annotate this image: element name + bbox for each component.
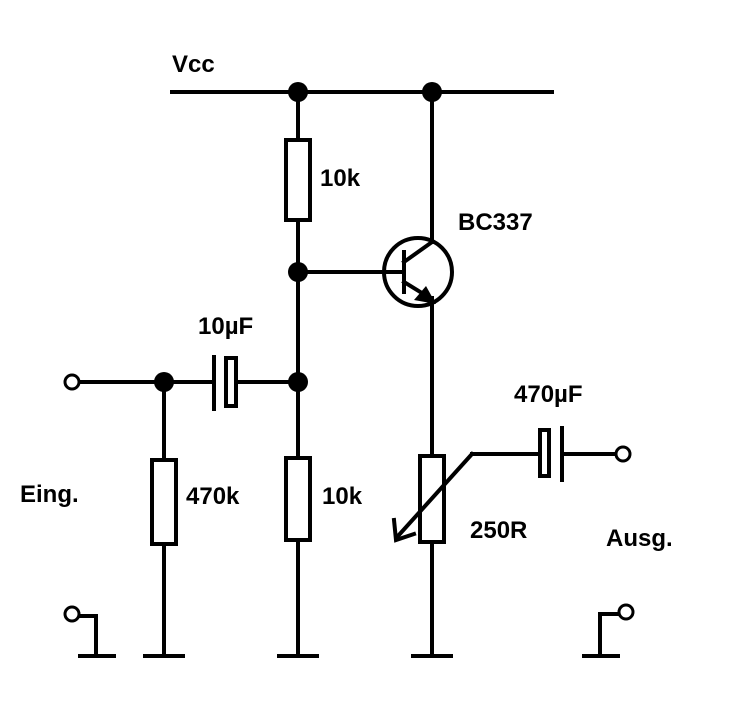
resistor-top-10k bbox=[284, 138, 312, 222]
input-label: Eing. bbox=[20, 481, 79, 508]
junction-input bbox=[154, 372, 174, 392]
transistor-bc337-body bbox=[382, 236, 454, 308]
junction-base bbox=[288, 262, 308, 282]
junction-coupling bbox=[288, 372, 308, 392]
input-ground-terminal bbox=[63, 605, 81, 623]
output-ground-lead bbox=[582, 612, 620, 658]
wiper-arrow-shaft bbox=[395, 451, 475, 539]
resistor-bottom-10k bbox=[284, 456, 312, 542]
vcc-label: Vcc bbox=[172, 51, 215, 78]
output-terminal bbox=[614, 445, 632, 463]
capacitor-470uf-plate-left bbox=[538, 428, 551, 478]
potentiometer-label: 250R bbox=[470, 517, 527, 544]
wiper-arrow-icon bbox=[391, 517, 417, 543]
junction-vcc-collector bbox=[422, 82, 442, 102]
resistor-bottom-label: 10k bbox=[322, 483, 363, 510]
resistor-top-label: 10k bbox=[320, 165, 361, 192]
input-ground-lead bbox=[78, 614, 116, 658]
capacitor-in-label: 10µF bbox=[198, 313, 253, 340]
capacitor-out-label: 470µF bbox=[514, 381, 583, 408]
output-ground-terminal bbox=[617, 603, 635, 621]
resistor-470k-label: 470k bbox=[186, 483, 240, 510]
transistor-collector-lead bbox=[401, 239, 435, 265]
output-label: Ausg. bbox=[606, 525, 673, 552]
junction-vcc-divider bbox=[288, 82, 308, 102]
resistor-470k bbox=[150, 458, 178, 546]
transistor-label: BC337 bbox=[458, 209, 533, 236]
input-terminal bbox=[63, 373, 81, 391]
